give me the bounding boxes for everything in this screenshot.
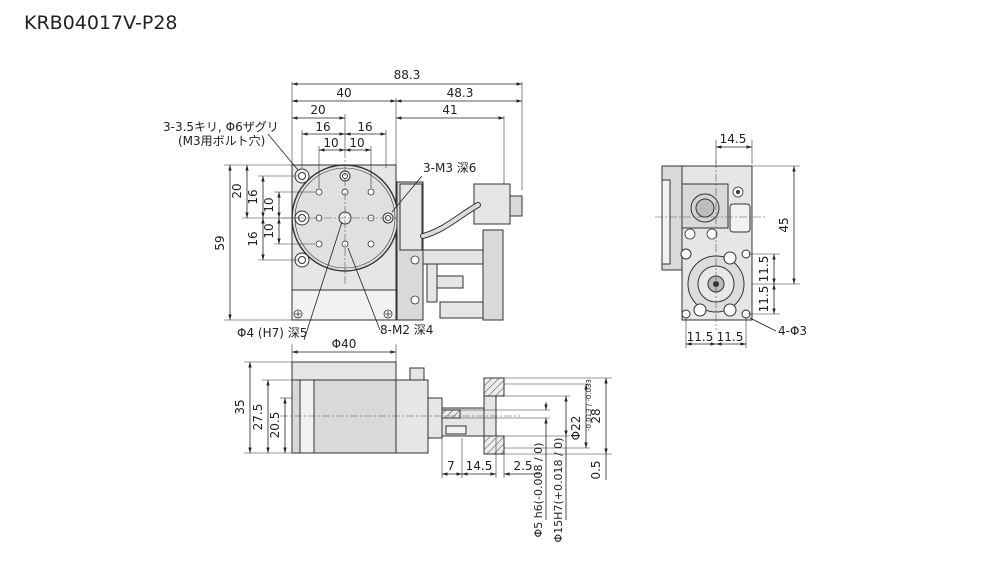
side-flange-holes — [680, 248, 751, 319]
dim-28: 28 — [589, 408, 603, 423]
dim-40: 40 — [336, 86, 351, 100]
dim-side-pitch-b: 11.5 — [717, 330, 744, 344]
motor-shaft-housing — [422, 249, 484, 265]
note-pin-hole: Φ4 (H7) 深5 — [237, 326, 307, 340]
front-table — [291, 361, 397, 381]
dim-14-5: 14.5 — [466, 459, 493, 473]
side-left-face — [661, 179, 671, 265]
dim-16-v-b: 16 — [246, 231, 260, 246]
connector — [509, 195, 523, 217]
dim-35: 35 — [233, 399, 247, 414]
dim-59: 59 — [213, 235, 227, 250]
dim-side-11-5-a: 11.5 — [757, 256, 771, 283]
dim-side-pitch-a: 11.5 — [687, 330, 714, 344]
note-tapped-holes: 3-M3 深6 — [423, 161, 476, 175]
motor-body — [482, 229, 504, 321]
dim-16-b: 16 — [357, 120, 372, 134]
side-connector — [729, 203, 751, 233]
dim-20: 20 — [310, 103, 325, 117]
top-vertical-dims: 59 20 16 16 10 10 — [213, 164, 315, 321]
dim-41: 41 — [442, 103, 457, 117]
dim-48-3: 48.3 — [447, 86, 474, 100]
side-view: 14.5 45 11.5 11.5 11.5 11.5 4-Φ3 — [655, 132, 807, 348]
corner-screws — [293, 309, 393, 319]
top-view: 88.3 40 48.3 20 41 16 16 10 10 — [163, 68, 523, 341]
top-horizontal-dims: 88.3 40 48.3 20 41 16 16 10 10 — [291, 68, 523, 190]
drawing-title: KRB04017V-P28 — [24, 12, 178, 34]
motor-base — [439, 301, 489, 319]
front-flange-top — [483, 377, 505, 397]
dim-27-5: 27.5 — [251, 404, 265, 431]
front-view: Φ40 35 27.5 20.5 7 14.5 2.5 28 0.5 Φ22 -… — [233, 337, 612, 542]
note-mount-holes-2: (M3用ボルト穴) — [178, 133, 265, 148]
dim-side-45: 45 — [777, 217, 791, 232]
front-flange-bottom — [483, 435, 505, 455]
dim-10-b: 10 — [349, 136, 364, 150]
dim-phi22: Φ22 — [569, 416, 583, 441]
dim-side-11-5-b: 11.5 — [757, 286, 771, 313]
dim-20-5: 20.5 — [268, 412, 282, 439]
dim-16-a: 16 — [315, 120, 330, 134]
coupling — [436, 275, 464, 289]
dim-0-5: 0.5 — [589, 460, 603, 479]
front-shaft — [445, 425, 467, 435]
note-table-holes: 8-M2 深4 — [380, 323, 433, 337]
note-mount-holes-1: 3-3.5キリ, Φ6ザグリ — [163, 120, 279, 134]
dim-7: 7 — [447, 459, 455, 473]
dim-88-3: 88.3 — [394, 68, 421, 82]
motor-housing — [399, 183, 423, 251]
dim-16-v-a: 16 — [246, 189, 260, 204]
motor-bracket — [426, 263, 438, 303]
front-motor-top — [409, 367, 425, 381]
dim-2-5: 2.5 — [513, 459, 532, 473]
front-coupling — [441, 409, 461, 419]
front-reducer — [427, 397, 443, 439]
dim-20-v: 20 — [230, 183, 244, 198]
dim-bore: Φ15H7(+0.018 / 0) — [552, 438, 565, 543]
dim-shaft: Φ5 h6(-0.008 / 0) — [532, 443, 545, 538]
dim-10-v-b: 10 — [262, 223, 276, 238]
note-side-holes: 4-Φ3 — [778, 324, 807, 338]
front-motor-flange — [395, 379, 429, 454]
front-body-face — [299, 379, 315, 454]
dim-10-v-a: 10 — [262, 197, 276, 212]
dim-side-14-5: 14.5 — [720, 132, 747, 146]
dim-phi22-tol: -0.013 / -0.033 — [585, 379, 593, 431]
dim-10-a: 10 — [323, 136, 338, 150]
top-body-lower — [291, 289, 397, 321]
dim-phi40: Φ40 — [332, 337, 357, 351]
top-notes: 3-3.5キリ, Φ6ザグリ (M3用ボルト穴) 3-M3 深6 Φ4 (H7)… — [163, 120, 476, 341]
